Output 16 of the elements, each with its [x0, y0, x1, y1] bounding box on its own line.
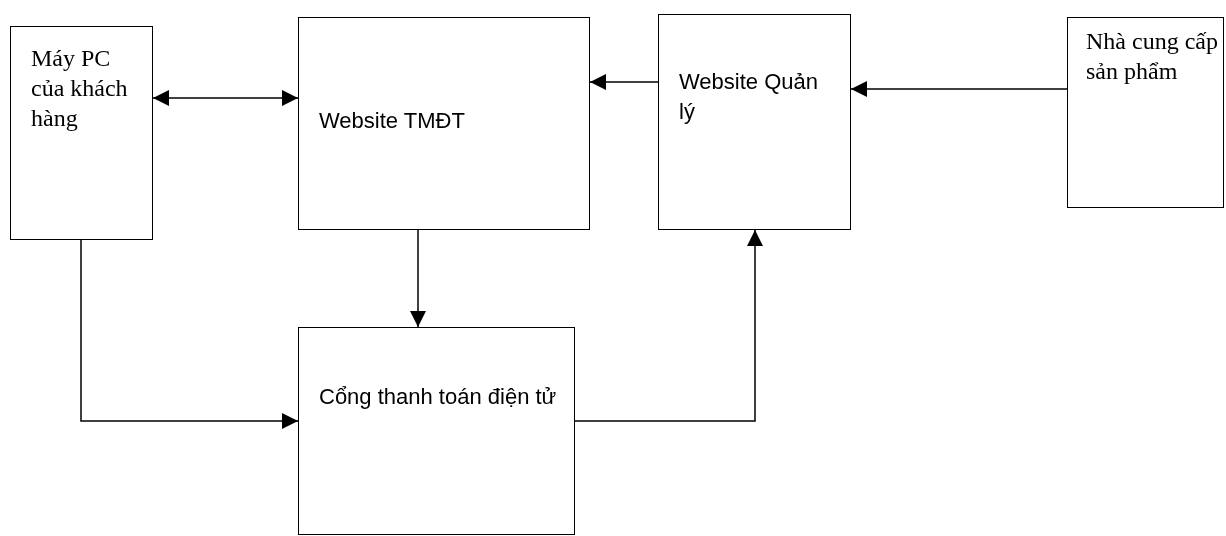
node-label: Cổng thanh toán điện tử: [319, 383, 558, 411]
node-label: Máy PC của khách hàng: [31, 44, 129, 133]
arrow: [589, 74, 659, 90]
arrow: [152, 90, 299, 106]
node-label: Website Quản lý: [679, 68, 819, 126]
arrow: [410, 229, 426, 328]
process-box: [1067, 17, 1224, 208]
arrow: [574, 229, 763, 422]
node-label: Website TMĐT: [319, 107, 466, 135]
node-label: Nhà cung cấp sản phẩm: [1086, 27, 1219, 86]
arrow: [80, 239, 299, 429]
process-box: [658, 14, 851, 230]
process-box: [298, 327, 575, 535]
process-box: [298, 17, 590, 230]
process-box: [10, 26, 153, 240]
arrow: [850, 81, 1068, 97]
